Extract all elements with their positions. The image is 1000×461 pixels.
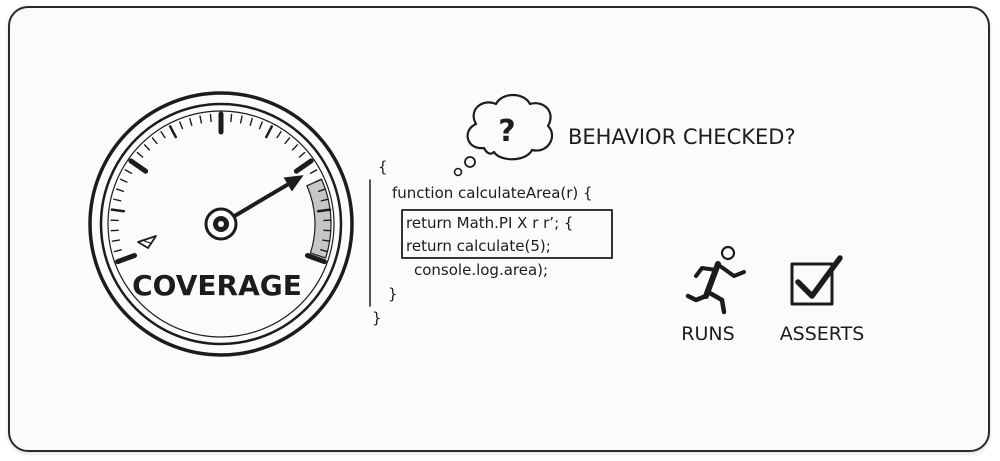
- code-line-1: function calculateArea(r) {: [392, 184, 593, 202]
- heading-text: BEHAVIOR CHECKED?: [568, 125, 796, 149]
- code-line-5: }: [388, 285, 398, 303]
- gauge-tick: [239, 115, 243, 124]
- gauge-ticks: [110, 111, 332, 265]
- code-block: { function calculateArea(r) { return Mat…: [369, 158, 613, 327]
- gauge-tick: [168, 125, 177, 139]
- gauge-tick: [320, 249, 329, 253]
- gauge-tick: [199, 115, 203, 124]
- asserts-label: ASSERTS: [780, 323, 865, 345]
- gauge-tick: [320, 198, 329, 202]
- runs-label: RUNS: [681, 323, 734, 345]
- gauge-tick: [113, 198, 122, 202]
- gauge-tick: [304, 252, 327, 265]
- gauge-tick: [179, 121, 184, 130]
- gauge-tick: [115, 252, 138, 265]
- running-person-icon: [685, 245, 746, 315]
- gauge-icon: COVERAGE: [88, 91, 354, 357]
- panel-frame: [8, 6, 990, 452]
- code-line-3: return calculate(5);: [406, 237, 551, 255]
- gauge-tick: [317, 188, 327, 193]
- gauge-tick: [293, 158, 314, 174]
- gauge-redzone: [306, 178, 332, 259]
- gauge-tick: [316, 208, 332, 213]
- gauge-tick: [209, 113, 212, 123]
- checkbox-check-icon: [790, 255, 843, 306]
- gauge-tick: [110, 208, 126, 213]
- gauge-tick: [119, 178, 128, 183]
- code-line-2: return Math.PI X r rʼ; {: [406, 214, 573, 232]
- gauge-tick: [298, 151, 306, 158]
- gauge-low-marker-icon: [137, 235, 157, 249]
- code-close-brace: }: [372, 309, 382, 327]
- gauge-tick: [124, 169, 133, 174]
- gauge-tick: [136, 151, 144, 158]
- gauge-tick: [143, 144, 151, 151]
- gauge-tick: [265, 125, 274, 139]
- code-highlight-box: [401, 209, 613, 259]
- gauge-tick: [189, 117, 193, 126]
- gauge-tick: [128, 158, 149, 174]
- code-open-brace: {: [378, 158, 388, 176]
- thought-symbol: ?: [498, 114, 515, 149]
- thought-bubble-icon: ?: [453, 93, 554, 177]
- gauge-tick: [230, 113, 233, 123]
- gauge-tick: [115, 188, 125, 193]
- gauge-tick: [151, 137, 158, 145]
- gauge-tick: [314, 178, 323, 183]
- gauge-label: COVERAGE: [132, 269, 302, 302]
- gauge-tick: [284, 137, 291, 145]
- gauge-tick: [249, 117, 253, 126]
- gauge-tick: [160, 131, 166, 139]
- gauge-tick: [111, 239, 120, 242]
- gauge-tick: [276, 131, 282, 139]
- code-line-4: console.log.area);: [414, 261, 548, 279]
- gauge-tick: [113, 249, 122, 253]
- gauge-tick: [322, 239, 331, 242]
- gauge-tick: [258, 121, 263, 130]
- gauge-tick: [309, 169, 318, 174]
- gauge-tick: [291, 144, 299, 151]
